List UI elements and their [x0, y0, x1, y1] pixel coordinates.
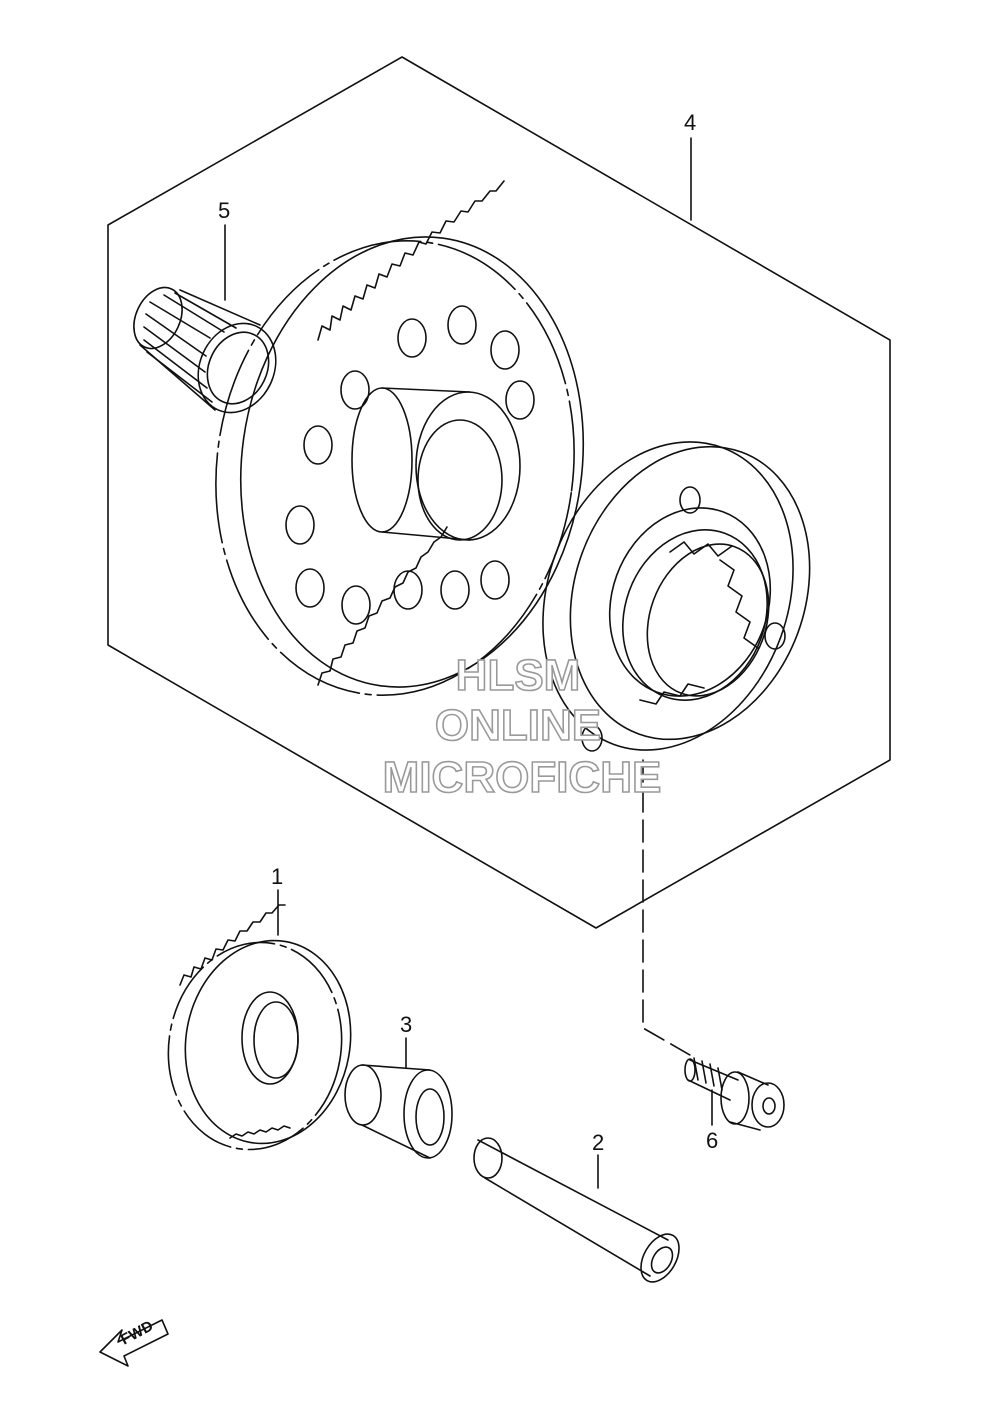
starter-clutch: [542, 441, 811, 752]
callout-5: 5: [218, 198, 230, 223]
callout-6: 6: [706, 1128, 718, 1153]
bolt: [684, 1057, 785, 1131]
callout-1: 1: [271, 864, 283, 889]
gear-holes: [285, 305, 535, 625]
watermark-line-2: ONLINE: [435, 701, 601, 750]
needle-bearing: [133, 286, 277, 414]
leader-bolt-link: [642, 759, 691, 1056]
idle-gear-shaft: [473, 1137, 680, 1283]
watermark-line-3: MICROFICHE: [383, 753, 662, 802]
assembly-box-outline: [107, 56, 891, 929]
fwd-arrow-icon: [99, 1319, 169, 1367]
spacer: [344, 1064, 453, 1159]
callout-2: 2: [592, 1130, 604, 1155]
starter-idle-gear: [167, 904, 352, 1151]
watermark-line-1: HLSM: [456, 651, 581, 700]
callout-3: 3: [400, 1012, 412, 1037]
starter-driven-gear: [215, 180, 585, 696]
callout-4: 4: [684, 110, 696, 135]
